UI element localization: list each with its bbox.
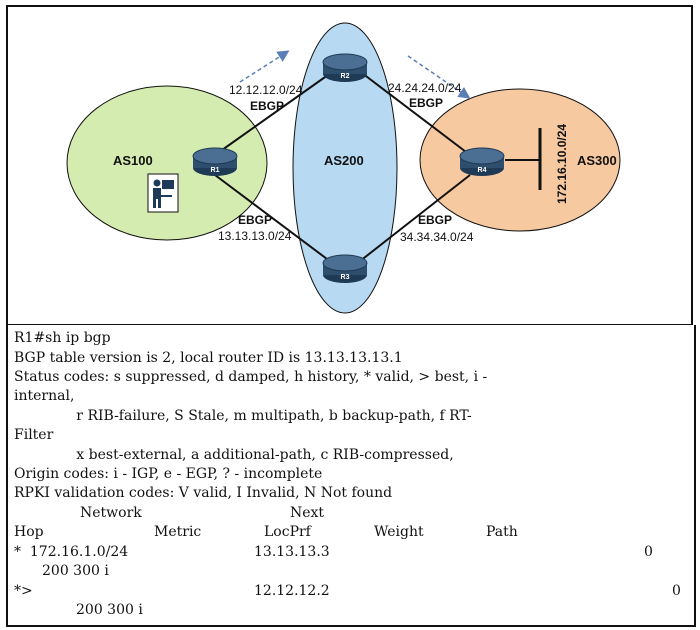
router-r2-label: R2: [341, 73, 350, 80]
route-2-weight: 0: [672, 583, 681, 599]
link-r3-r4: [354, 174, 471, 266]
link-r2-r4-subnet: 24.24.24.0/24: [388, 81, 462, 95]
as100-area: [66, 85, 268, 241]
route-1-next-hop: 13.13.13.3: [254, 544, 330, 560]
cli-line-rib-failure: r RIB-failure, S Stale, m multipath, b b…: [14, 408, 472, 424]
link-r1-r2: [214, 69, 336, 156]
link-r1-r3: [214, 174, 336, 266]
cli-output-panel: R1#sh ip bgp BGP table version is 2, loc…: [6, 325, 696, 627]
cli-line-filter: Filter: [14, 427, 54, 443]
cli-prompt: R1#sh ip bgp: [14, 330, 111, 346]
header-weight: Weight: [374, 524, 424, 540]
router-r3-label: R3: [341, 274, 350, 281]
link-r1-r3-protocol: EBGP: [238, 213, 272, 227]
router-r1-icon: R1: [192, 147, 238, 176]
link-r3-r4-subnet: 34.34.34.0/24: [400, 230, 474, 244]
workstation-user-icon: [147, 173, 179, 213]
route-1-network: * 172.16.1.0/24: [14, 544, 129, 560]
route-2-next-hop: 12.12.12.2: [254, 583, 330, 599]
link-r2-r4-protocol: EBGP: [409, 96, 443, 110]
lan-subnet-label: 172.16.10.0/24: [555, 124, 569, 204]
as100-label: AS100: [113, 153, 153, 168]
header-next: Next: [290, 505, 325, 521]
cli-line-best-external: x best-external, a additional-path, c RI…: [14, 447, 454, 463]
cli-line-origin-codes: Origin codes: i - IGP, e - EGP, ? - inco…: [14, 466, 323, 482]
route-2-status: *>: [14, 583, 33, 599]
advertise-arrow-down-icon: [407, 55, 471, 99]
router-r1-label: R1: [211, 167, 220, 174]
network-diagram: R1 R2 R3 R4: [6, 5, 693, 326]
as200-label: AS200: [324, 153, 364, 168]
route-1-path: 200 300 i: [42, 563, 109, 579]
header-metric: Metric: [154, 524, 202, 540]
cli-line-internal: internal,: [14, 388, 75, 404]
router-r4-icon: R4: [459, 147, 505, 176]
link-r2-r4: [357, 69, 471, 156]
link-r3-r4-protocol: EBGP: [418, 213, 452, 227]
link-r1-r3-subnet: 13.13.13.0/24: [218, 229, 292, 243]
as200-area: [292, 22, 398, 314]
link-r1-r2-subnet: 12.12.12.0/24: [229, 83, 303, 97]
as300-label: AS300: [577, 153, 617, 168]
header-hop: Hop: [14, 524, 44, 540]
cli-line-rpki: RPKI validation codes: V valid, I Invali…: [14, 485, 393, 501]
advertise-arrow-up-icon: [239, 50, 290, 83]
topology-svg: R1 R2 R3 R4: [6, 5, 693, 326]
router-r3-icon: R3: [322, 254, 368, 283]
header-network: Network: [80, 505, 142, 521]
cli-line-status-codes: Status codes: s suppressed, d damped, h …: [14, 369, 488, 385]
route-1-weight: 0: [644, 544, 653, 560]
cli-line-table-version: BGP table version is 2, local router ID …: [14, 350, 403, 366]
header-locprf: LocPrf: [264, 524, 311, 540]
header-path: Path: [486, 524, 518, 540]
link-r1-r2-protocol: EBGP: [250, 99, 284, 113]
router-r4-label: R4: [478, 167, 487, 174]
route-2-path: 200 300 i: [76, 602, 143, 618]
router-r2-icon: R2: [322, 53, 368, 82]
